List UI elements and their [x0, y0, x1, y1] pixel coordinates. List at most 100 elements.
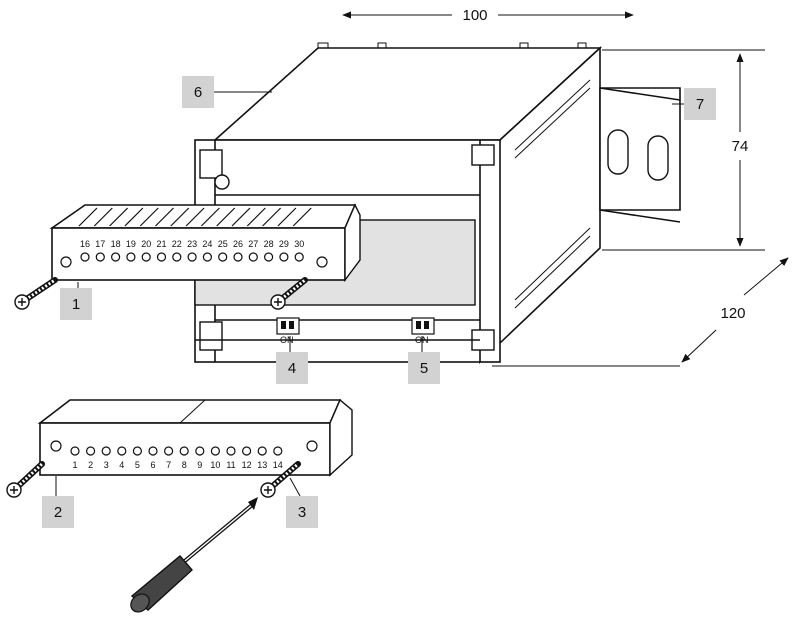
terminal-ridge [155, 207, 174, 227]
screw-thread [21, 278, 56, 304]
terminal-screw-hole[interactable] [187, 252, 197, 262]
terminal-2[interactable]: 2 [85, 446, 96, 470]
terminal-screw-hole[interactable] [226, 446, 236, 456]
callout-number: 5 [420, 360, 428, 377]
terminal-30[interactable]: 30 [294, 239, 304, 262]
callout-6: 6 [182, 76, 272, 108]
terminal-screw-hole[interactable] [141, 252, 151, 262]
terminal-screw-hole[interactable] [164, 446, 174, 456]
terminal-9[interactable]: 9 [195, 446, 205, 470]
terminal-7[interactable]: 7 [164, 446, 174, 470]
screw-4[interactable] [260, 461, 301, 498]
terminal-screw-hole[interactable] [132, 446, 142, 456]
terminal-1[interactable]: 1 [70, 446, 80, 470]
callout-number: 4 [288, 360, 296, 377]
terminal-label: 16 [80, 239, 90, 249]
terminal-6[interactable]: 6 [148, 446, 158, 470]
terminal-12[interactable]: 12 [242, 446, 252, 470]
callout-4: 4 [276, 336, 308, 384]
terminal-label: 1 [72, 460, 77, 470]
terminal-screw-hole[interactable] [117, 446, 127, 456]
terminal-8[interactable]: 8 [179, 446, 189, 470]
terminal-ridge [139, 207, 159, 227]
terminal-label: 6 [150, 460, 155, 470]
terminal-screw-hole[interactable] [80, 252, 90, 262]
terminal-19[interactable]: 19 [126, 239, 136, 262]
terminal-label: 8 [182, 460, 187, 470]
callout-number: 2 [54, 504, 62, 521]
callout-number: 3 [298, 504, 306, 521]
terminal-screw-hole[interactable] [95, 252, 105, 262]
terminal-18[interactable]: 18 [110, 239, 121, 262]
terminal-label: 28 [264, 239, 274, 249]
terminal-screw-hole[interactable] [233, 252, 243, 262]
terminal-screw-hole[interactable] [70, 446, 80, 456]
terminal-label: 2 [88, 460, 93, 470]
terminal-screw-hole[interactable] [85, 446, 96, 456]
terminal-4[interactable]: 4 [117, 446, 127, 470]
terminal-26[interactable]: 26 [233, 239, 243, 262]
terminal-label: 5 [135, 460, 140, 470]
terminal-5[interactable]: 5 [132, 446, 142, 470]
callout-7: 7 [672, 88, 716, 120]
terminal-ridge [109, 207, 129, 227]
terminal-label: 26 [233, 239, 243, 249]
callout-box [60, 288, 92, 320]
terminal-ridge [231, 207, 251, 227]
terminal-screw-hole[interactable] [248, 252, 258, 262]
screwdriver[interactable] [127, 497, 258, 616]
terminal-16[interactable]: 16 [80, 239, 90, 262]
terminal-screw-hole[interactable] [101, 446, 111, 456]
terminal-screw-hole[interactable] [264, 252, 274, 262]
terminal-screw-hole[interactable] [126, 252, 136, 262]
terminal-10[interactable]: 10 [210, 446, 220, 470]
terminal-label: 19 [126, 239, 136, 249]
callout-number: 6 [194, 84, 202, 101]
terminal-3[interactable]: 3 [101, 446, 111, 470]
terminal-17[interactable]: 17 [95, 239, 105, 262]
dimension-depth: 120 [492, 257, 789, 367]
terminal-28[interactable]: 28 [264, 239, 274, 262]
terminal-27[interactable]: 27 [248, 239, 258, 262]
terminal-screw-hole[interactable] [179, 446, 189, 456]
terminal-screw-hole[interactable] [294, 252, 304, 262]
callout-number: 7 [696, 96, 704, 113]
terminal-13[interactable]: 13 [257, 446, 267, 470]
terminal-screw-hole[interactable] [172, 252, 182, 262]
dimension-height: 74 [602, 49, 765, 251]
terminal-11[interactable]: 11 [226, 446, 236, 470]
terminal-screw-hole[interactable] [257, 446, 267, 456]
terminal-29[interactable]: 29 [279, 239, 289, 262]
terminal-ridge [185, 207, 205, 227]
terminal-20[interactable]: 20 [141, 239, 151, 262]
terminal-screw-hole[interactable] [242, 446, 252, 456]
terminal-ridge [200, 207, 220, 227]
terminal-21[interactable]: 21 [156, 239, 167, 262]
screw-thread [267, 462, 299, 492]
terminal-label: 23 [187, 239, 197, 249]
callout-box [408, 352, 440, 384]
terminal-screw-hole[interactable] [279, 252, 289, 262]
terminal-screw-hole[interactable] [195, 446, 205, 456]
terminal-24[interactable]: 24 [202, 239, 212, 262]
terminal-screw-hole[interactable] [273, 446, 283, 456]
terminal-screw-hole[interactable] [210, 446, 220, 456]
terminal-25[interactable]: 25 [218, 239, 228, 262]
dip-switch-4[interactable]: ON [276, 317, 300, 345]
screw-2[interactable] [270, 277, 308, 310]
terminal-22[interactable]: 22 [172, 239, 182, 262]
terminal-screw-hole[interactable] [156, 252, 167, 262]
terminal-screw-hole[interactable] [218, 252, 228, 262]
terminal-14[interactable]: 14 [273, 446, 283, 470]
terminal-label: 11 [226, 460, 235, 470]
terminal-screw-hole[interactable] [148, 446, 158, 456]
callout-3: 3 [286, 477, 318, 528]
terminal-screw-hole[interactable] [202, 252, 212, 262]
screw-1[interactable] [14, 277, 58, 310]
screw-3[interactable] [6, 461, 45, 498]
terminal-screw-hole[interactable] [110, 252, 121, 262]
terminal-23[interactable]: 23 [187, 239, 197, 262]
callout-number: 1 [72, 296, 80, 313]
